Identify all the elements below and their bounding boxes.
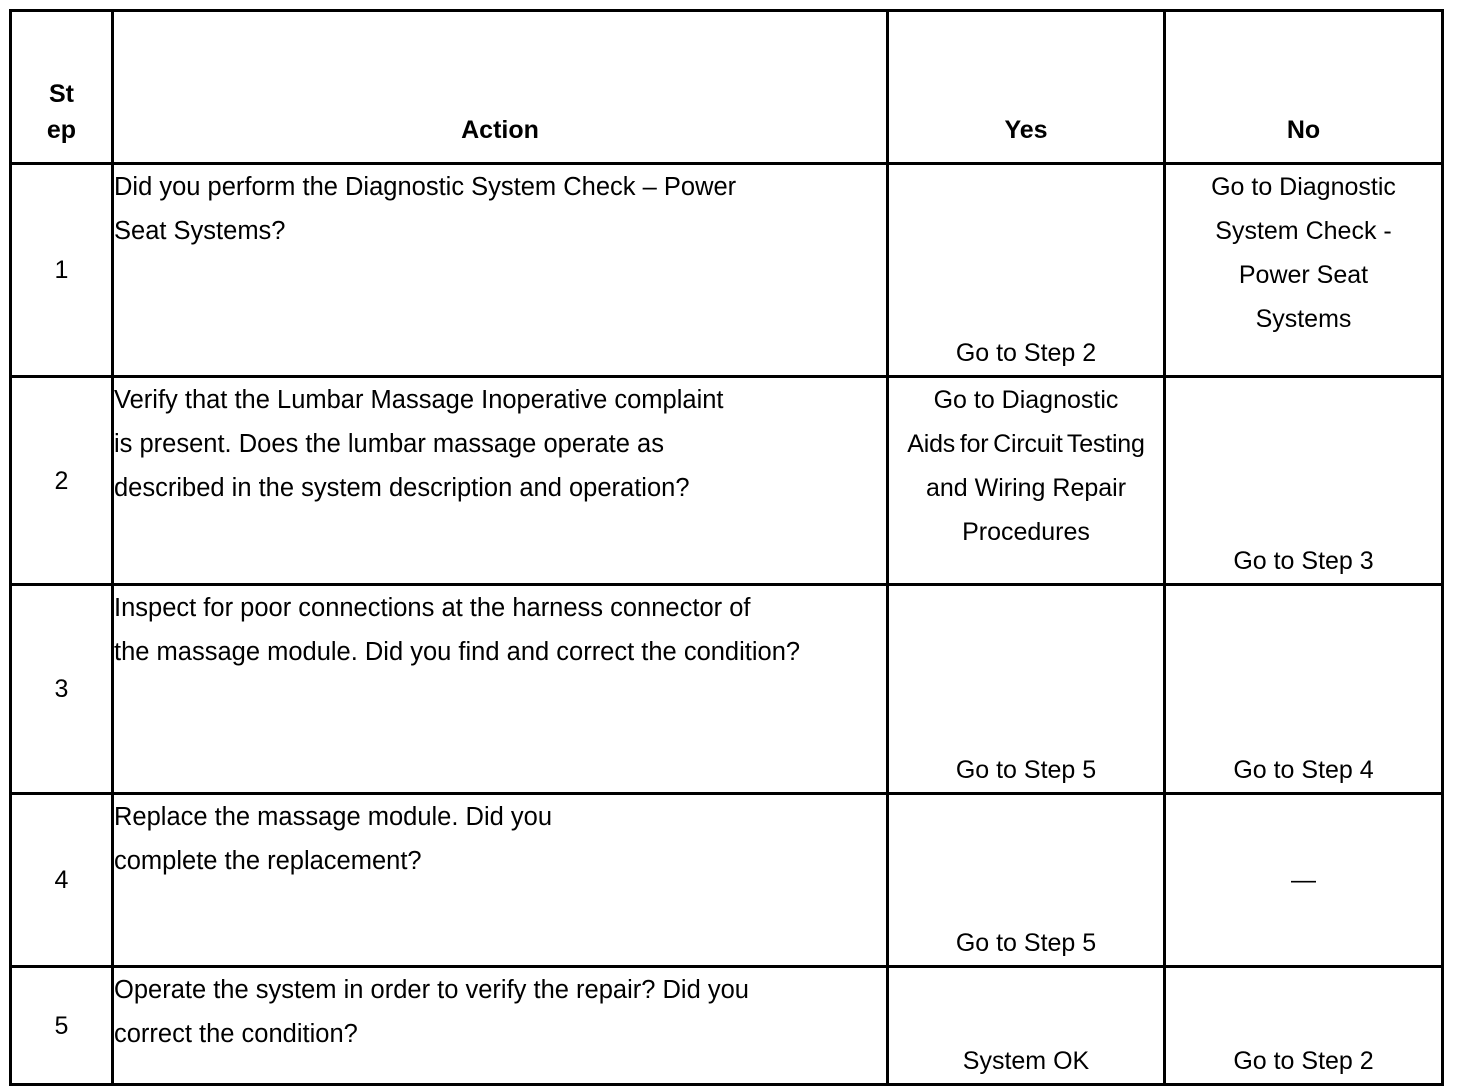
action-line: Operate the system in order to verify th… (114, 976, 749, 1004)
column-header-action: Action (111, 9, 889, 165)
diagnostic-procedure-table: Step Action Yes No 1 Did you perform the… (9, 9, 1444, 1086)
yes-branch-line: Go to Step 5 (955, 929, 1097, 957)
yes-branch-line: Procedures (962, 518, 1090, 546)
column-header-step: Step (9, 9, 114, 165)
no-branch-cell: Go to Diagnostic System Check - Power Se… (1163, 162, 1444, 378)
no-branch-line: Go to Step 3 (1233, 547, 1374, 575)
table-row: 5 Operate the system in order to verify … (9, 965, 1444, 1086)
action-line: is present. Does the lumbar massage oper… (114, 430, 664, 458)
yes-branch-cell: Go to Step 5 (886, 583, 1166, 795)
no-branch-cell: Go to Step 4 (1163, 583, 1444, 795)
no-branch-line: Go to Step 2 (1233, 1047, 1374, 1075)
table-row: 2 Verify that the Lumbar Massage Inopera… (9, 375, 1444, 586)
table-body: 1 Did you perform the Diagnostic System … (9, 162, 1444, 1086)
yes-branch-line: Go to Step 5 (955, 756, 1097, 784)
yes-branch-line: Aids for Circuit Testing (907, 430, 1145, 458)
yes-branch-cell: Go to Step 5 (886, 792, 1166, 968)
action-cell: Replace the massage module. Did you comp… (111, 792, 889, 968)
action-line: Seat Systems? (114, 217, 286, 245)
yes-branch-cell: Go to Step 2 (886, 162, 1166, 378)
yes-branch-line: System OK (962, 1047, 1090, 1075)
table-header: Step Action Yes No (9, 9, 1444, 165)
action-line: complete the replacement? (114, 847, 422, 875)
action-line: Verify that the Lumbar Massage Inoperati… (114, 386, 724, 414)
action-line: Replace the massage module. Did you (114, 803, 552, 831)
step-number-cell: 1 (9, 162, 114, 378)
action-line: correct the condition? (114, 1020, 358, 1048)
column-header-no: No (1163, 9, 1444, 165)
yes-branch-cell: System OK (886, 965, 1166, 1086)
action-line: Inspect for poor connections at the harn… (114, 594, 751, 622)
no-branch-line: Go to Step 4 (1233, 756, 1374, 784)
action-cell: Operate the system in order to verify th… (111, 965, 889, 1086)
yes-branch-line: Go to Diagnostic (933, 386, 1119, 414)
action-line: the massage module. Did you find and cor… (114, 638, 801, 666)
no-branch-line: Systems (1255, 305, 1352, 333)
no-branch-line: Power Seat (1238, 261, 1369, 289)
action-cell: Inspect for poor connections at the harn… (111, 583, 889, 795)
action-line: Did you perform the Diagnostic System Ch… (114, 173, 737, 201)
column-header-yes: Yes (886, 9, 1166, 165)
header-row: Step Action Yes No (9, 9, 1444, 165)
step-number-cell: 5 (9, 965, 114, 1086)
no-branch-cell: — (1163, 792, 1444, 968)
yes-branch-line: Go to Step 2 (955, 339, 1097, 367)
no-branch-cell: Go to Step 2 (1163, 965, 1444, 1086)
no-branch-line: Go to Diagnostic (1211, 173, 1396, 201)
table-row: 3 Inspect for poor connections at the ha… (9, 583, 1444, 795)
step-number-cell: 4 (9, 792, 114, 968)
yes-branch-line: and Wiring Repair (925, 474, 1127, 502)
table-row: 1 Did you perform the Diagnostic System … (9, 162, 1444, 378)
step-number-cell: 3 (9, 583, 114, 795)
no-branch-cell: Go to Step 3 (1163, 375, 1444, 586)
step-number-cell: 2 (9, 375, 114, 586)
yes-branch-cell: Go to Diagnostic Aids for Circuit Testin… (886, 375, 1166, 586)
no-branch-line: System Check - (1215, 217, 1392, 245)
no-branch-line: — (1291, 866, 1316, 894)
action-line: described in the system description and … (114, 474, 690, 502)
action-cell: Did you perform the Diagnostic System Ch… (111, 162, 889, 378)
table-row: 4 Replace the massage module. Did you co… (9, 792, 1444, 968)
column-header-step-label: Step (46, 80, 77, 144)
action-cell: Verify that the Lumbar Massage Inoperati… (111, 375, 889, 586)
